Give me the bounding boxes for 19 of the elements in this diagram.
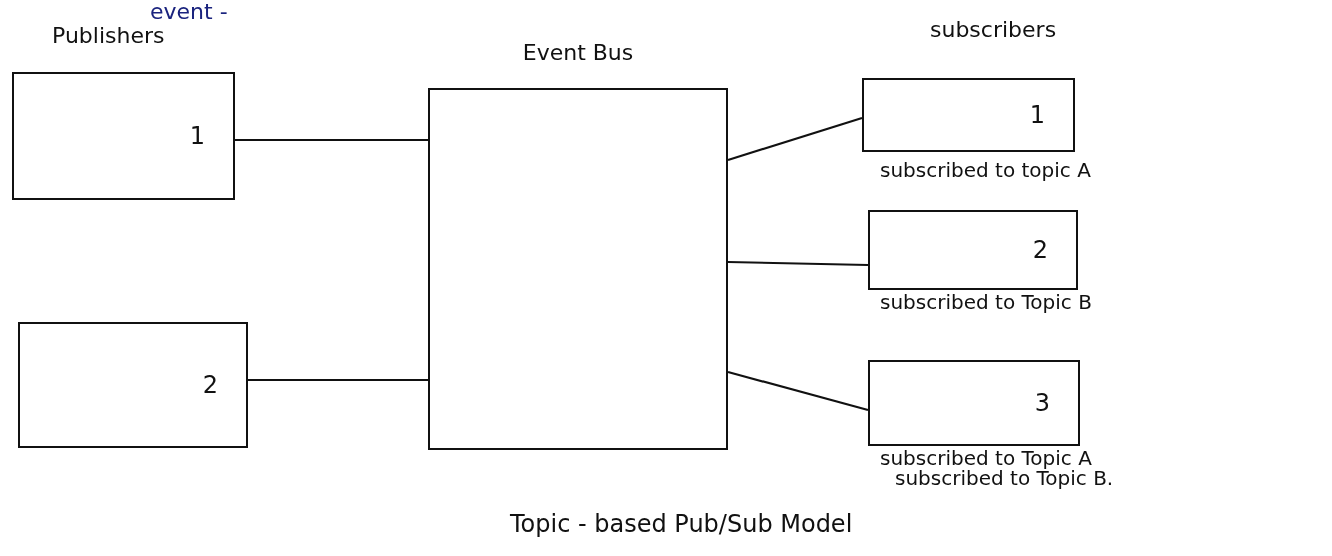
connector-line bbox=[727, 260, 869, 267]
node-heading: Event Bus bbox=[522, 40, 634, 65]
subscription-note: subscribed to Topic B. bbox=[895, 468, 1114, 488]
box-number: 3 bbox=[1034, 389, 1050, 417]
column-heading: subscribers bbox=[930, 18, 1057, 42]
box-number: 2 bbox=[1032, 236, 1048, 264]
subscription-note: subscribed to topic A bbox=[880, 160, 1091, 180]
column-heading: Publishers bbox=[52, 24, 165, 48]
connector-line bbox=[727, 370, 869, 412]
subscription-note: subscribed to Topic B bbox=[880, 292, 1092, 312]
connector-line bbox=[727, 116, 863, 162]
box-number: 2 bbox=[202, 371, 218, 399]
box-number: 1 bbox=[189, 122, 205, 150]
connector-line bbox=[248, 378, 428, 382]
connector-line bbox=[235, 138, 428, 142]
partial-heading: event - bbox=[150, 0, 228, 24]
caption: Topic - based Pub/Sub Model bbox=[510, 512, 853, 536]
subscription-note: subscribed to Topic A bbox=[880, 448, 1092, 468]
box-number: 1 bbox=[1029, 101, 1045, 129]
